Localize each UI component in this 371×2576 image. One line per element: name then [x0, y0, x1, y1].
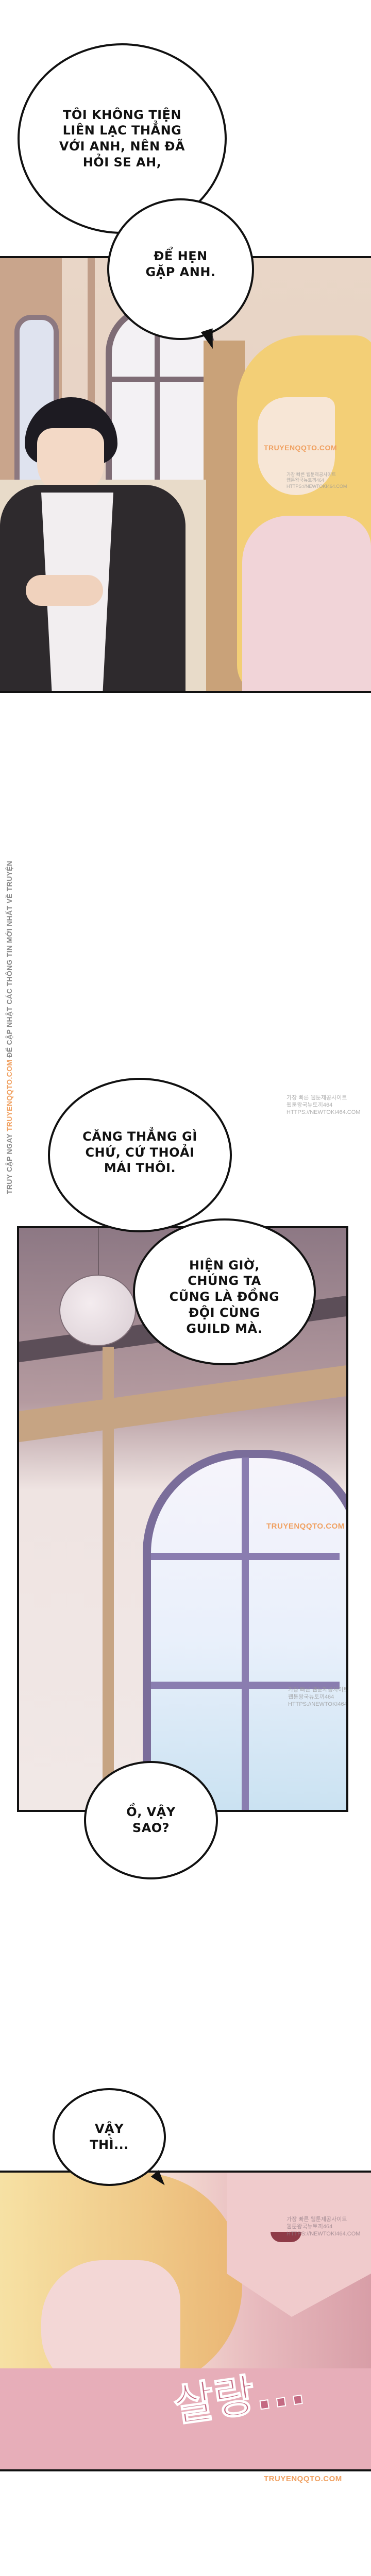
panel-2: TRUYENQQTO.COM 가장 빠른 웹툰제공사이트 웹툰왕국뉴토끼464 … [17, 1226, 348, 1812]
window-mullion [155, 335, 160, 485]
wooden-post [103, 1347, 114, 1810]
bubble-text: HIỆN GIỜ, CHÚNG TA CŨNG LÀ ĐỒNG ĐỘI CÙNG… [169, 1258, 280, 1336]
woman-blouse [0, 2368, 371, 2469]
window-transom [106, 377, 216, 382]
man-hand [26, 575, 103, 606]
wooden-trim [19, 1364, 346, 1443]
speech-bubble-5: Ồ, VẬY SAO? [84, 1761, 218, 1879]
watermark-korean: 가장 빠른 웹툰제공사이트 웹툰왕국뉴토끼464 HTTPS://NEWTOKI… [286, 1095, 361, 1115]
woman-neck [227, 2173, 371, 2317]
bubble-text: Ồ, VẬY SAO? [126, 1805, 176, 1835]
watermark-site: TRUYENQQTO.COM [266, 1522, 345, 1531]
watermark-site: TRUYENQQTO.COM [264, 444, 338, 452]
man-face [37, 428, 104, 495]
bubble-text: VẬY THÌ... [90, 2122, 129, 2152]
window-transom [151, 1553, 340, 1560]
watermark-site: TRUYENQQTO.COM [264, 2475, 342, 2483]
woman-smile [271, 2232, 301, 2242]
watermark-korean: 가장 빠른 웹툰제공사이트 웹툰왕국뉴토끼464 HTTPS://NEWTOKI… [286, 2216, 361, 2237]
window-transom [151, 1682, 340, 1689]
bubble-text: TÔI KHÔNG TIỆN LIÊN LẠC THẲNG VỚI ANH, N… [59, 107, 185, 170]
lamp-cord [98, 1228, 99, 1277]
woman-blouse [242, 516, 371, 691]
speech-bubble-4: HIỆN GIỜ, CHÚNG TA CŨNG LÀ ĐỒNG ĐỘI CÙNG… [133, 1218, 316, 1365]
speech-bubble-2: ĐỂ HẸN GẶP ANH. [107, 198, 254, 340]
pendant-lamp-icon [59, 1275, 136, 1346]
watermark-korean: 가장 빠른 웹툰제공사이트 웹툰왕국뉴토끼464 HTTPS://NEWTOKI… [288, 1687, 348, 1707]
speech-bubble-3: CĂNG THẲNG GÌ CHỨ, CỨ THOẢI MÁI THÔI. [48, 1078, 232, 1232]
window-mullion [242, 1458, 249, 1810]
bubble-text: CĂNG THẲNG GÌ CHỨ, CỨ THOẢI MÁI THÔI. [82, 1129, 197, 1176]
bubble-text: ĐỂ HẸN GẶP ANH. [145, 248, 216, 279]
woman-face [258, 397, 335, 495]
watermark-korean: 가장 빠른 웹툰제공사이트 웹툰왕국뉴토끼464 HTTPS://NEWTOKI… [286, 472, 347, 489]
vertical-watermark-1: TRUY CẬP NGAY TRUYENQQTO.COM ĐỂ CẬP NHẬT… [5, 860, 13, 1194]
speech-bubble-6: VẬY THÌ... [53, 2088, 166, 2186]
panel-3: 살랑... 가장 빠른 웹툰제공사이트 웹툰왕국뉴토끼464 HTTPS://N… [0, 2171, 371, 2471]
